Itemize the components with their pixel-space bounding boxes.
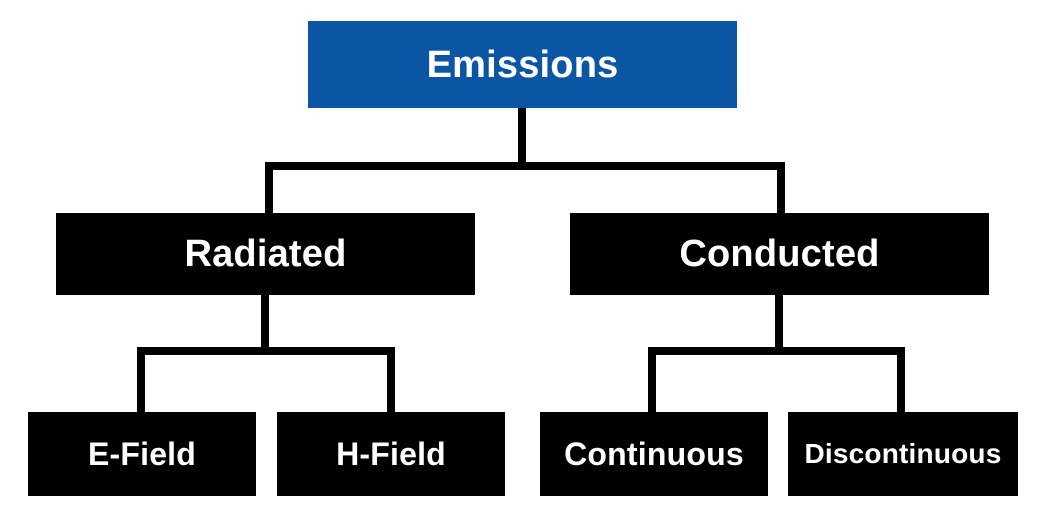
- connector-radiated-drop: [261, 295, 269, 353]
- node-h-field: H-Field: [277, 412, 505, 496]
- connector-conducted-to-discontinuous: [897, 347, 905, 414]
- connector-radiated-to-e-field: [137, 347, 145, 414]
- node-e-field: E-Field: [28, 412, 256, 496]
- connector-conducted-drop: [775, 295, 783, 353]
- node-discontinuous: Discontinuous: [788, 412, 1018, 496]
- node-radiated: Radiated: [56, 213, 475, 295]
- node-continuous: Continuous: [540, 412, 768, 496]
- connector-radiated-to-h-field: [387, 347, 395, 414]
- node-emissions: Emissions: [308, 21, 737, 108]
- connector-root-drop: [518, 108, 526, 170]
- connector-conducted-horizontal-bus: [648, 347, 905, 355]
- node-conducted: Conducted: [570, 213, 989, 295]
- connector-root-to-conducted: [777, 162, 785, 215]
- connector-radiated-horizontal-bus: [137, 347, 395, 355]
- connector-root-horizontal-bus: [265, 162, 785, 170]
- connector-root-to-radiated: [265, 162, 273, 215]
- connector-conducted-to-continuous: [648, 347, 656, 414]
